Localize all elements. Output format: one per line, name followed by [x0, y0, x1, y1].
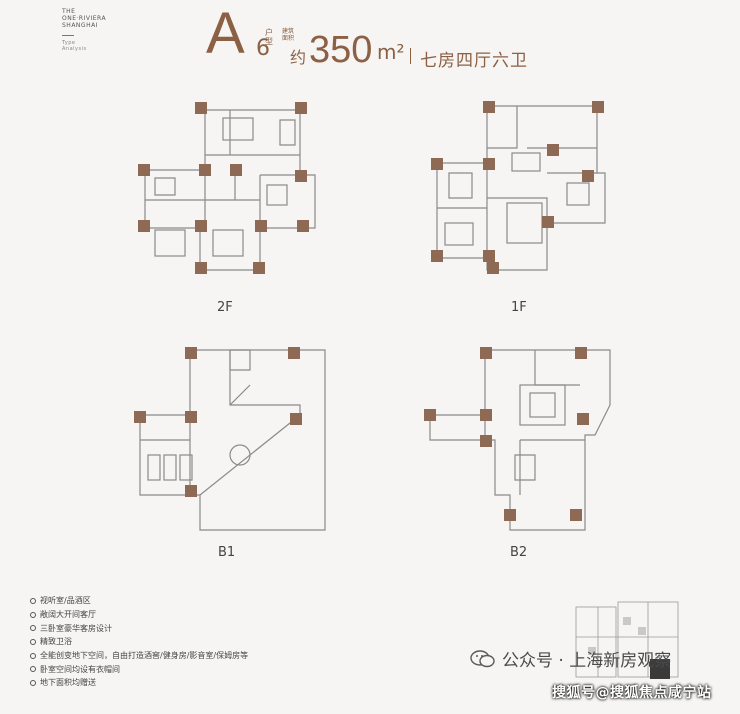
plan-2f-label: 2F [217, 300, 233, 315]
bullet-icon [30, 625, 36, 632]
wechat-watermark: 公众号 · 上海新房观察 [470, 646, 671, 671]
area-unit: m² [377, 40, 405, 64]
bullet-icon [30, 666, 36, 673]
plan-1f-label: 1F [511, 300, 527, 315]
brand-block: THE ONE·RIVIERA SHANGHAI Type Analysis [62, 8, 106, 52]
note-item: 视听室/品酒区 [30, 594, 248, 608]
watermark-site: 搜狐号@搜狐焦点咸宁站 [552, 685, 712, 701]
brand-line-1: THE [62, 8, 76, 15]
brand-line-2: ONE·RIVIERA [62, 15, 107, 22]
plan-1f-drawing [431, 101, 606, 274]
area-note: 建筑面积 [282, 28, 295, 42]
brand-sub-2: Analysis [62, 46, 87, 52]
key-plan [568, 597, 688, 691]
plan-b2-label: B2 [510, 545, 528, 560]
watermark-platform: 公众号 · 上海新房观察 [502, 651, 672, 671]
room-config: 七房四厅六卫 [420, 51, 528, 71]
unit-number: 6 [256, 36, 270, 61]
bullet-icon [30, 652, 36, 659]
plan-b1-drawing [134, 347, 326, 531]
brand-sub-1: Type [62, 40, 76, 46]
plan-b2 [420, 345, 620, 535]
note-item: 地下面积均赠送 [30, 676, 248, 690]
area-value: 350 [309, 29, 373, 71]
wechat-icon [470, 649, 496, 669]
bullet-icon [30, 611, 36, 618]
note-item: 全能创变地下空间，自由打造酒窖/健身房/影音室/保姆房等 [30, 649, 248, 663]
bullet-icon [30, 638, 36, 645]
plan-b2-drawing [424, 347, 611, 531]
note-item: 精致卫浴 [30, 635, 248, 649]
unit-letter: A [206, 1, 245, 66]
note-item: 卧室空间均设有衣帽间 [30, 662, 248, 676]
brand-rule [62, 35, 74, 36]
bullet-icon [30, 597, 36, 604]
feature-notes: 视听室/品酒区 敞阔大开间客厅 三卧室豪华客房设计 精致卫浴 全能创变地下空间，… [30, 594, 248, 690]
approx-label: 约 [290, 48, 307, 67]
header-divider [410, 48, 411, 64]
brand-line-3: SHANGHAI [62, 22, 98, 29]
note-item: 三卧室豪华客房设计 [30, 621, 248, 635]
plan-1f [427, 98, 612, 280]
plan-2f-drawing [138, 102, 316, 274]
note-item: 敞阔大开间客厅 [30, 608, 248, 622]
key-plan-drawing [575, 601, 679, 679]
highlighted-unit [650, 659, 670, 679]
unit-type-label: 户型 [265, 28, 273, 46]
plan-b1-label: B1 [218, 545, 236, 560]
plan-2f [135, 100, 325, 280]
plan-b1 [130, 345, 330, 535]
bullet-icon [30, 679, 36, 686]
